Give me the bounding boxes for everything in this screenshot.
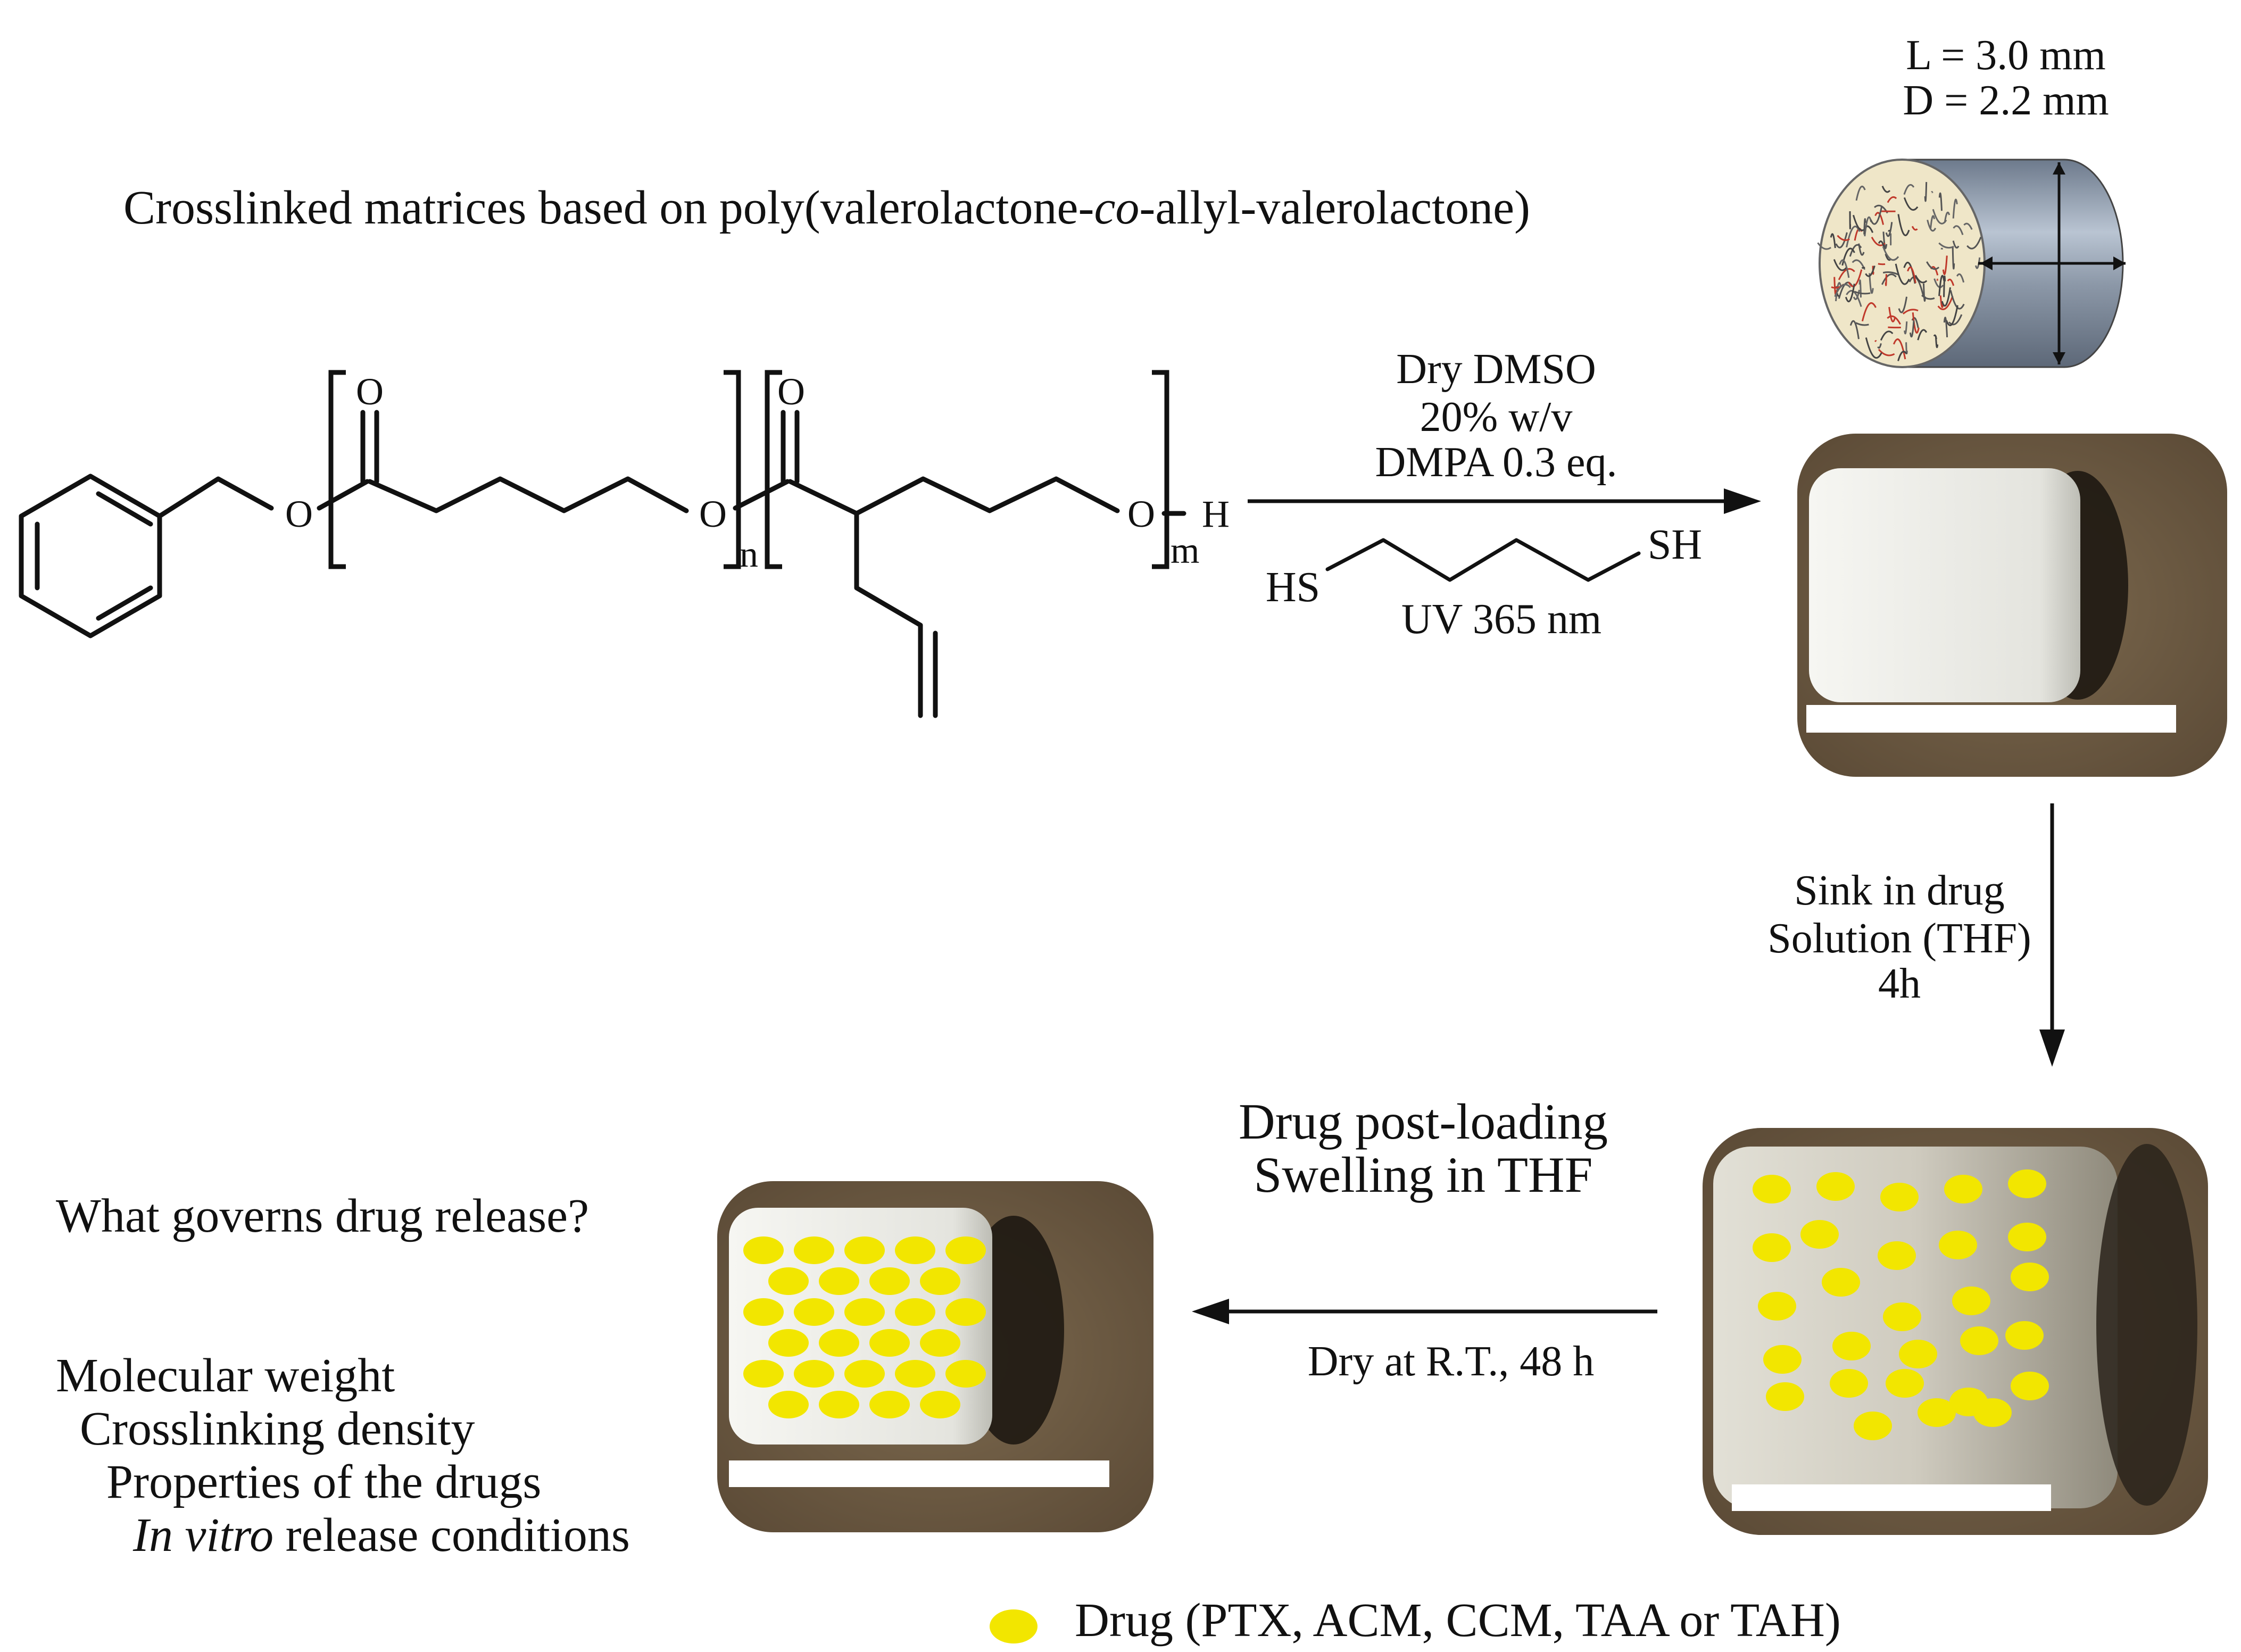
- drug-dot: [1886, 1369, 1924, 1398]
- drug-dot: [768, 1391, 809, 1418]
- scheme-title: Crosslinked matrices based on poly(valer…: [123, 181, 1530, 234]
- drug-dot: [1758, 1292, 1796, 1321]
- subscript-n: n: [740, 534, 758, 575]
- loading-line-2: Swelling in THF: [1254, 1147, 1593, 1203]
- drug-dot: [844, 1360, 885, 1388]
- drug-dot: [1763, 1345, 1802, 1374]
- drug-dot: [1878, 1241, 1916, 1270]
- drug-dot: [2008, 1223, 2046, 1251]
- drug-dot: [920, 1329, 960, 1357]
- sink-step: Sink in drug Solution (THF) 4h: [1767, 803, 2065, 1067]
- drug-dot: [1854, 1412, 1892, 1440]
- cylinder-schematic: [1817, 159, 2126, 368]
- terminal-hydrogen: H: [1202, 493, 1230, 535]
- drug-dot: [819, 1329, 859, 1357]
- drug-dot: [819, 1391, 859, 1418]
- drug-dot: [2011, 1263, 2049, 1291]
- drug-dot: [1918, 1398, 1956, 1427]
- drug-dot: [2011, 1372, 2049, 1400]
- drug-dot: [1832, 1332, 1871, 1360]
- legend: Drug (PTX, ACM, CCM, TAA or TAH): [990, 1594, 1841, 1647]
- release-factors: What governs drug release? Molecular wei…: [56, 1190, 630, 1562]
- drug-dot: [1952, 1286, 1990, 1315]
- question-title: What governs drug release?: [56, 1190, 589, 1242]
- chain-oxygen-1: O: [699, 493, 727, 535]
- factor-release-conditions: In vitro release conditions: [132, 1509, 630, 1562]
- drug-dot: [1939, 1231, 1977, 1259]
- condition-concentration: 20% w/v: [1420, 394, 1573, 441]
- carbonyl-oxygen-1: O: [356, 370, 384, 413]
- drug-dot: [1973, 1398, 2012, 1427]
- drug-dot: [1753, 1175, 1791, 1203]
- drug-dot: [743, 1298, 784, 1326]
- scale-bar: [1806, 705, 2176, 733]
- drug-dot: [920, 1267, 960, 1295]
- thiol-left-label: HS: [1266, 564, 1320, 611]
- drug-dot: [844, 1236, 885, 1264]
- drug-dot: [869, 1329, 910, 1357]
- sink-line-2: Solution (THF): [1767, 915, 2031, 962]
- drug-dot: [895, 1360, 935, 1388]
- factor-molecular-weight: Molecular weight: [56, 1349, 395, 1402]
- drug-dot: [819, 1267, 859, 1295]
- diameter-label: D = 2.2 mm: [1903, 77, 2109, 124]
- scale-bar: [729, 1460, 1109, 1487]
- drug-dot: [920, 1391, 960, 1418]
- drug-dot: [895, 1298, 935, 1326]
- factor-crosslinking-density: Crosslinking density: [80, 1402, 475, 1455]
- drug-dot: [1753, 1233, 1791, 1262]
- drug-dot: [743, 1236, 784, 1264]
- condition-solvent: Dry DMSO: [1396, 346, 1596, 393]
- legend-label: Drug (PTX, ACM, CCM, TAA or TAH): [1075, 1594, 1841, 1647]
- polymer-structure: O n O O m O O H: [19, 370, 1230, 718]
- drug-dot: [743, 1360, 784, 1388]
- drying-step: Drug post-loading Swelling in THF Dry at…: [1192, 1093, 1657, 1385]
- drug-dot: [844, 1298, 885, 1326]
- uv-condition: UV 365 nm: [1401, 596, 1601, 643]
- drug-dot: [794, 1236, 834, 1264]
- drug-dot: [869, 1391, 910, 1418]
- ester-oxygen: O: [285, 493, 313, 535]
- drug-dot: [1800, 1220, 1839, 1249]
- drug-dot: [1883, 1302, 1921, 1331]
- length-label: L = 3.0 mm: [1906, 32, 2105, 79]
- crosslink-step: Dry DMSO 20% w/v DMPA 0.3 eq. HS SH UV 3…: [1248, 346, 1761, 643]
- scale-bar: [1732, 1484, 2051, 1511]
- dry-label: Dry at R.T., 48 h: [1308, 1338, 1594, 1385]
- crosslinked-matrix-photo: [1797, 434, 2227, 777]
- drug-dot: [1960, 1326, 1998, 1355]
- drug-dot: [2008, 1169, 2046, 1198]
- drug-dot: [1816, 1172, 1855, 1201]
- drug-dot: [2005, 1321, 2044, 1350]
- thiol-right-label: SH: [1648, 521, 1702, 568]
- drug-dot: [1880, 1183, 1919, 1211]
- sink-line-3: 4h: [1878, 960, 1921, 1007]
- drug-dot: [1899, 1340, 1937, 1368]
- swollen-matrix-photo: [1703, 1128, 2208, 1535]
- drug-dot: [1822, 1268, 1860, 1297]
- drug-dot: [1766, 1382, 1804, 1411]
- drug-dot: [945, 1298, 986, 1326]
- loading-line-1: Drug post-loading: [1239, 1093, 1608, 1150]
- chain-oxygen-2: O: [1127, 493, 1155, 535]
- drug-legend-swatch: [990, 1609, 1038, 1643]
- condition-initiator: DMPA 0.3 eq.: [1375, 439, 1617, 486]
- drug-dot: [1830, 1369, 1868, 1398]
- drug-dot: [1944, 1175, 1982, 1203]
- carbonyl-oxygen-2: O: [777, 370, 805, 413]
- drug-dot: [869, 1267, 910, 1295]
- drug-dot: [768, 1267, 809, 1295]
- drug-dot: [945, 1236, 986, 1264]
- factor-drug-properties: Properties of the drugs: [106, 1456, 541, 1508]
- drug-dot: [794, 1298, 834, 1326]
- subscript-m: m: [1171, 530, 1199, 571]
- sink-line-1: Sink in drug: [1794, 867, 2005, 914]
- drug-dot: [895, 1236, 935, 1264]
- drug-dot: [794, 1360, 834, 1388]
- dried-matrix-photo: [717, 1181, 1153, 1532]
- drug-dot: [768, 1329, 809, 1357]
- drug-dot: [945, 1360, 986, 1388]
